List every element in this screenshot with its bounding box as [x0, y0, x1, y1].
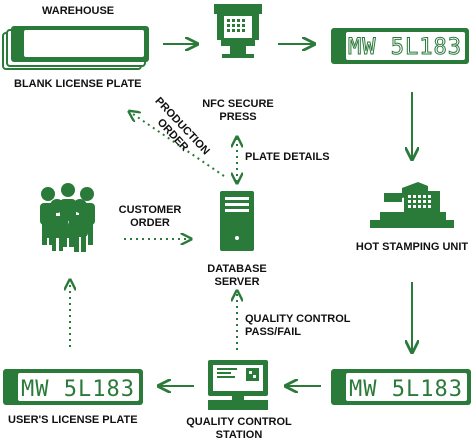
- customer-order-line-2: ORDER: [130, 217, 170, 229]
- qc-pass-fail-line-2: PASS/FAIL: [245, 326, 302, 338]
- embossed-plate-icon: [331, 28, 469, 64]
- nfc-press-icon: [214, 4, 262, 58]
- customer-order-line-1: CUSTOMER: [118, 204, 182, 216]
- qc-pass-fail-line-1: QUALITY CONTROL: [245, 313, 351, 325]
- users-plate-label: USER'S LICENSE PLATE: [8, 414, 138, 426]
- user-plate-icon: [3, 369, 143, 405]
- plate-details-label: PLATE DETAILS: [245, 151, 330, 163]
- hot-stamping-label: HOT STAMPING UNIT: [355, 241, 469, 253]
- qc-station-line-2: STATION: [215, 429, 263, 441]
- people-group-icon: [40, 183, 95, 252]
- qc-station-line-1: QUALITY CONTROL: [186, 416, 292, 428]
- stamped-plate-text: MW 5L183: [349, 377, 463, 402]
- nfc-press-label: NFC SECURE PRESS: [202, 98, 274, 124]
- database-line-1: DATABASE: [207, 263, 267, 275]
- qc-pass-fail-label: QUALITY CONTROL PASS/FAIL: [245, 313, 351, 339]
- pressed-plate-text: MW 5L183: [348, 35, 462, 60]
- blank-plate-stack-icon: [2, 26, 149, 70]
- qc-station-label: QUALITY CONTROL STATION: [186, 416, 292, 442]
- nfc-press-line-2: PRESS: [219, 111, 257, 123]
- hot-stamping-icon: [370, 182, 454, 228]
- warehouse-label: WAREHOUSE: [42, 5, 115, 17]
- finished-plate-icon: [331, 369, 471, 405]
- customer-order-label: CUSTOMER ORDER: [119, 204, 182, 230]
- database-label: DATABASE SERVER: [207, 263, 266, 289]
- nfc-press-line-1: NFC SECURE: [202, 98, 274, 110]
- qc-station-icon: [208, 360, 268, 410]
- database-line-2: SERVER: [214, 276, 260, 288]
- blank-plate-label: BLANK LICENSE PLATE: [14, 78, 142, 90]
- user-plate-text: MW 5L183: [21, 377, 135, 402]
- arrow-production-order: [130, 112, 225, 177]
- server-icon: [220, 191, 254, 251]
